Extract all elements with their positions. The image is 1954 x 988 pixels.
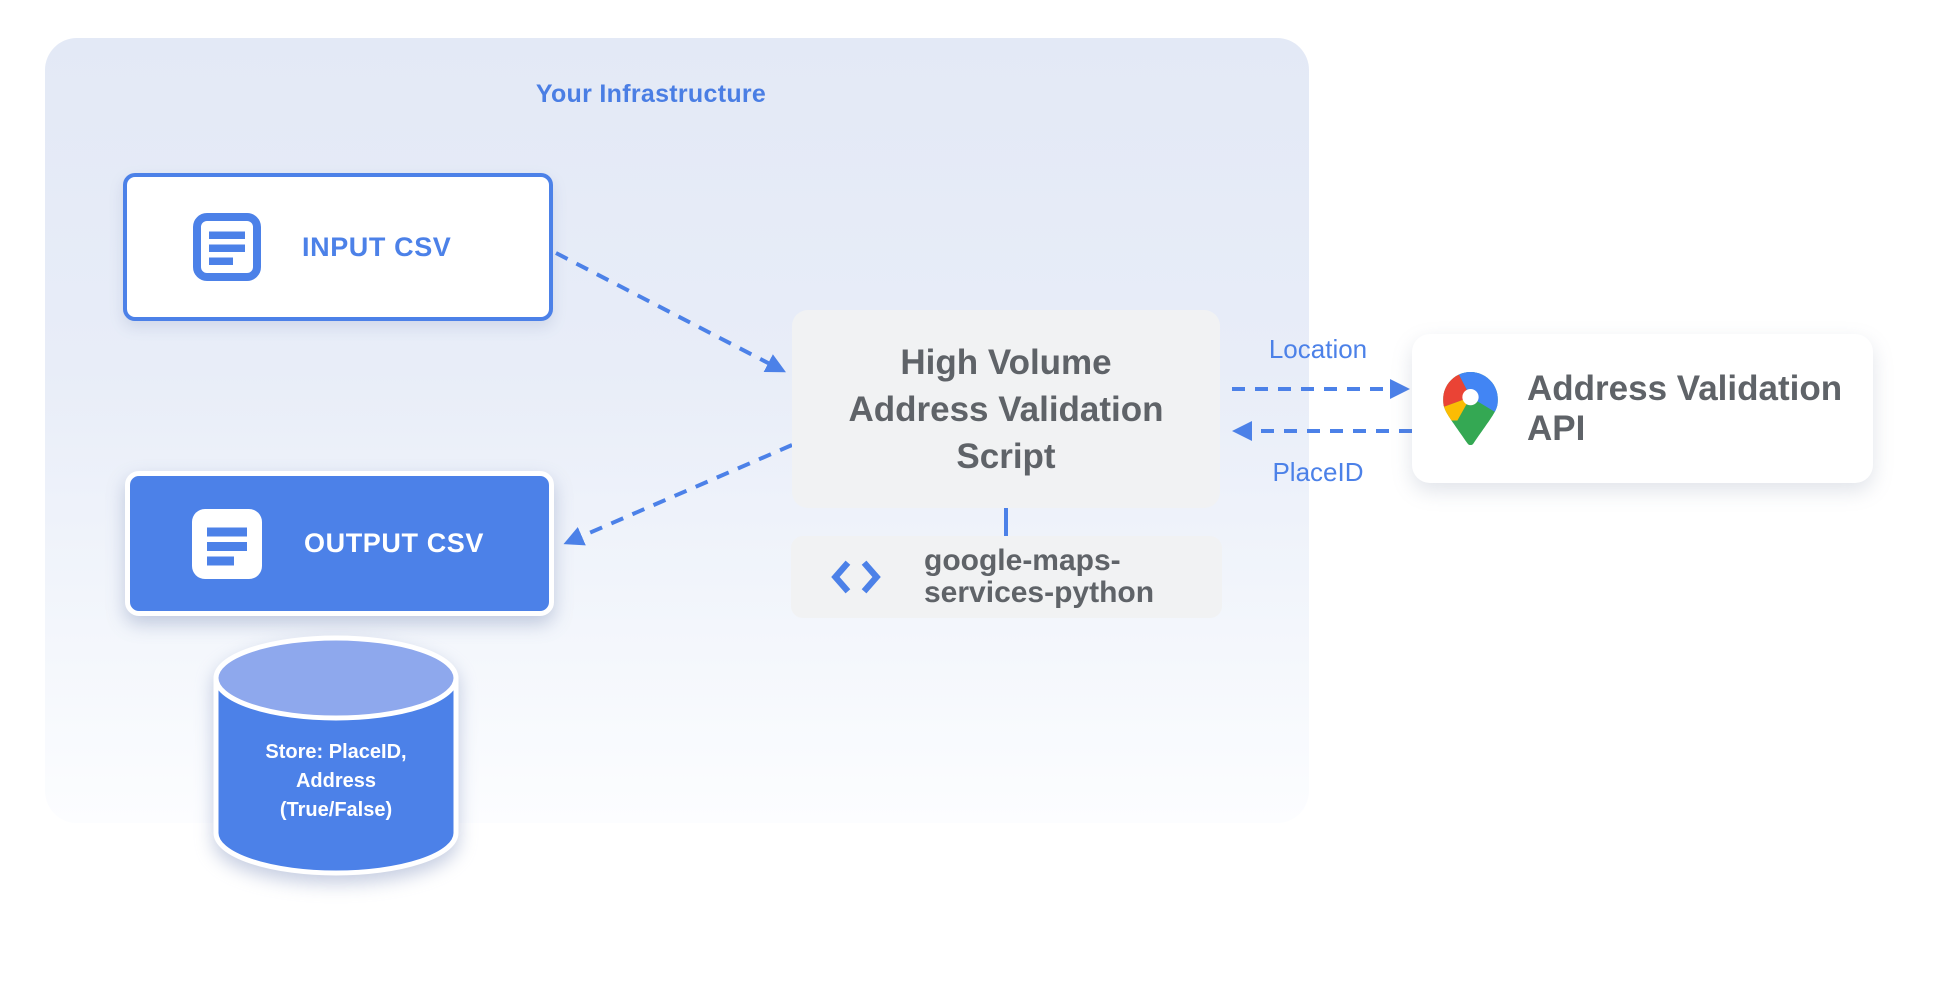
datastore-label: Store: PlaceID, Address (True/False) [265, 741, 407, 821]
script-label-line: Address Validation [848, 389, 1164, 429]
validation-script-node: High Volume Address Validation Script [792, 310, 1220, 508]
output-csv-node: OUTPUT CSV [125, 471, 554, 616]
address-validation-api-label: Address Validation API [1527, 368, 1843, 448]
script-label-line: High Volume [900, 342, 1112, 382]
input-csv-node: INPUT CSV [123, 173, 553, 321]
location-edge-label: Location [1268, 334, 1368, 364]
library-label: google-maps- services-python [924, 544, 1155, 609]
code-icon [830, 558, 882, 596]
library-node: google-maps- services-python [791, 536, 1222, 618]
google-maps-pin-icon [1443, 372, 1498, 445]
document-lines-icon [192, 508, 262, 579]
document-lines-icon [192, 212, 262, 282]
output-csv-label: OUTPUT CSV [304, 528, 485, 558]
address-validation-api-node: Address Validation API [1412, 334, 1873, 483]
infrastructure-title: Your Infrastructure [535, 80, 767, 108]
datastore-cylinder [213, 635, 459, 876]
script-label-line: Script [956, 436, 1056, 476]
input-csv-label: INPUT CSV [302, 231, 452, 262]
placeid-edge-label: PlaceID [1272, 457, 1364, 487]
